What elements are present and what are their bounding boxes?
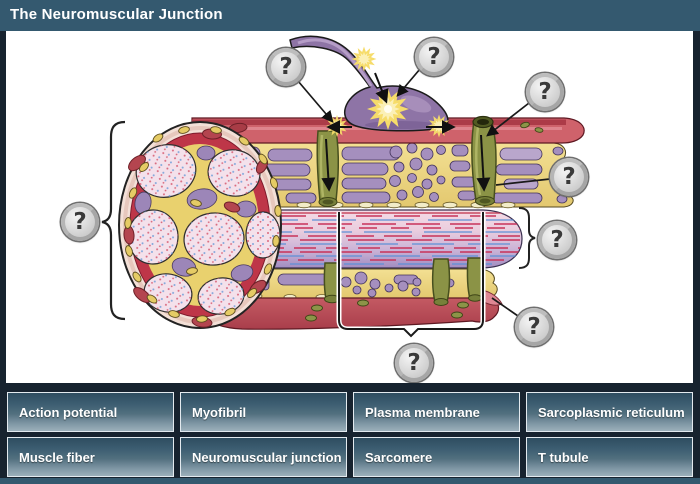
- myofibril-bundles: [127, 144, 281, 315]
- bottom-accent-strip: [0, 478, 700, 484]
- question-badge-membrane-edge[interactable]: ?: [515, 308, 553, 346]
- t-tubules: [316, 115, 497, 306]
- leader-line-1: [297, 80, 334, 123]
- t-tubule-upper-left: [316, 130, 340, 207]
- annotations: [101, 68, 551, 340]
- page-title: The Neuromuscular Junction: [0, 0, 700, 31]
- leader-line-7: [491, 297, 519, 317]
- question-badge-myofibril-end[interactable]: ?: [538, 221, 576, 259]
- question-badge-synaptic-terminal[interactable]: ?: [415, 38, 453, 76]
- t-tubule-lower-right: [466, 257, 484, 302]
- label-muscle-fiber[interactable]: Muscle fiber: [7, 437, 174, 477]
- muscle-fiber-illustration: [101, 35, 585, 340]
- question-badge-t-tubule[interactable]: ?: [526, 73, 564, 111]
- question-badge-sarcomere[interactable]: ?: [395, 344, 433, 382]
- label-action-potential[interactable]: Action potential: [7, 392, 174, 432]
- label-t-tubule[interactable]: T tubule: [526, 437, 693, 477]
- action-potential-starburst-terminal: [367, 88, 409, 130]
- sarcomere-bracket: [338, 212, 484, 338]
- label-myofibril[interactable]: Myofibril: [180, 392, 347, 432]
- label-plasma-membrane[interactable]: Plasma membrane: [353, 392, 520, 432]
- label-neuromuscular-junction[interactable]: Neuromuscular junction: [180, 437, 347, 477]
- muscle-fiber-brace: [101, 120, 126, 321]
- myofibril-end-brace: [518, 207, 536, 269]
- illustration-panel: [6, 31, 693, 383]
- t-tubule-upper-right: [471, 115, 497, 206]
- t-tubule-lower-mid: [431, 258, 451, 306]
- word-bank: Action potential Myofibril Plasma membra…: [0, 383, 700, 478]
- question-badge-sr[interactable]: ?: [550, 158, 588, 196]
- motor-neuron: [289, 35, 449, 132]
- leader-line-4: [495, 178, 551, 186]
- label-sarcoplasmic-reticulum[interactable]: Sarcoplasmic reticulum: [526, 392, 693, 432]
- leader-line-2: [396, 68, 421, 97]
- label-sarcomere[interactable]: Sarcomere: [353, 437, 520, 477]
- muscle-fiber-cross-section: [118, 121, 282, 329]
- question-badge-muscle-fiber[interactable]: ?: [61, 203, 99, 241]
- word-bank-grid: Action potential Myofibril Plasma membra…: [7, 392, 693, 477]
- question-badge-axon[interactable]: ?: [267, 48, 305, 86]
- sarcolemma-bottom: [201, 288, 503, 330]
- myofibril-cylinder: [201, 209, 523, 269]
- leader-line-3: [486, 102, 530, 137]
- membrane-action-potentials: [326, 114, 456, 138]
- sr-vesicles: [124, 126, 282, 323]
